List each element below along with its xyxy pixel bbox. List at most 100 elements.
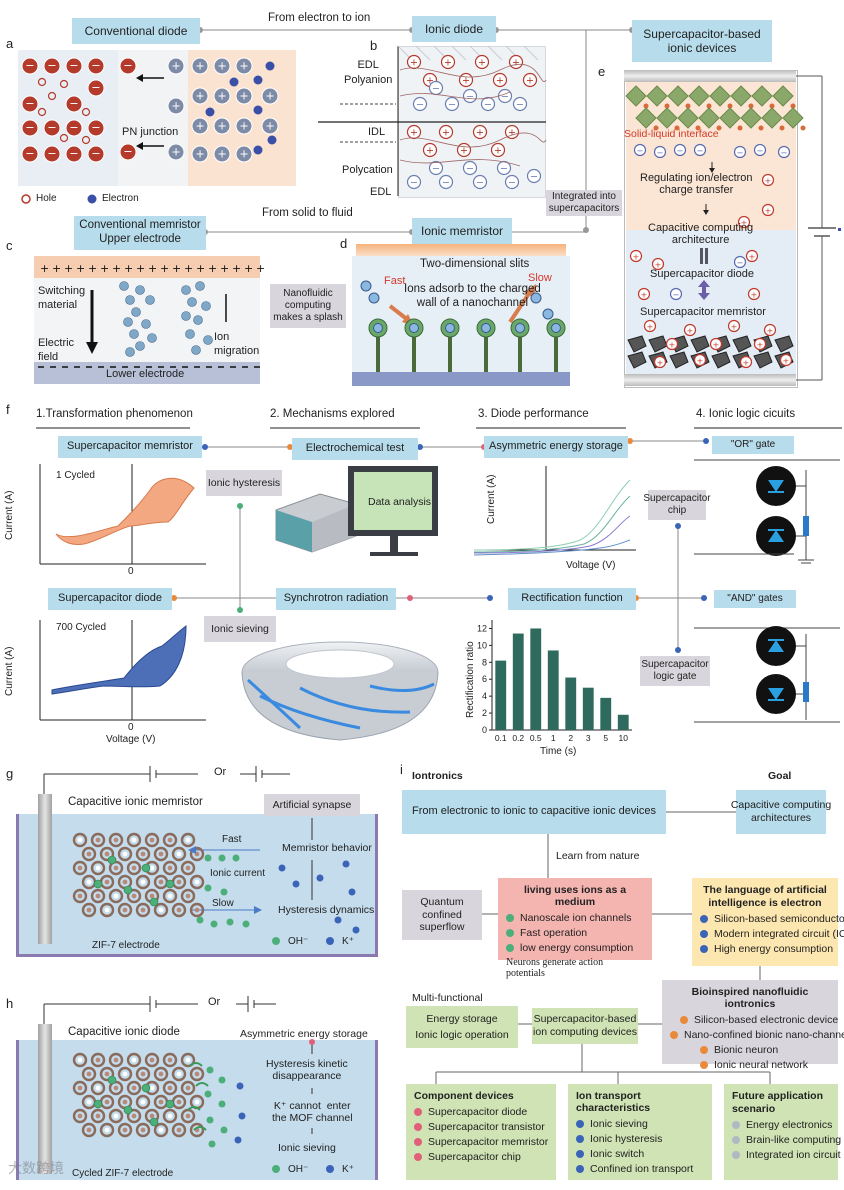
crystal-octahedron: [751, 85, 773, 107]
polyanion-counter-cation-sign: +: [444, 58, 452, 69]
h-mof-node: [113, 1057, 119, 1063]
p-acceptor-ion-sign: −: [69, 59, 78, 72]
plus-charge: +: [208, 262, 217, 275]
nanochannel: [352, 256, 570, 386]
from-electron-to-ion-label: From electron to ion: [268, 12, 371, 24]
i-ion-title: Ion transport characteristics: [576, 1090, 651, 1114]
e-interface-anion-sign: −: [697, 146, 704, 156]
g-oh-ion: [204, 884, 212, 892]
e-lower-cation: [637, 287, 651, 301]
junction-acceptor-ion: [119, 57, 137, 75]
cv2-xlabel: Voltage (V): [106, 734, 156, 745]
polycation-counter-anion: [462, 160, 478, 176]
hatch-line: [415, 45, 431, 61]
regulating-label: Regulating ion/electron charge transfer: [640, 172, 753, 196]
g-mof-ring: [162, 832, 178, 848]
g-mof-ring: [153, 902, 169, 918]
polyanion-fixed-anion-sign: −: [501, 92, 509, 103]
migrating-ion: [129, 329, 139, 339]
free-ion: [368, 292, 380, 304]
e-interface-anion-sign: −: [737, 148, 744, 158]
p-acceptor-ion: [65, 57, 83, 75]
polycation-counter-anion-sign: −: [466, 164, 474, 175]
g-mof-ring: [72, 860, 88, 876]
migrating-ion: [147, 333, 157, 343]
ionic-diode-label: Ionic diode: [412, 16, 496, 42]
bar-0.1: [495, 660, 507, 730]
g-mof-ring: [126, 860, 142, 876]
h-mof-oh-ion: [93, 1099, 103, 1109]
panel-letter-b: b: [370, 38, 378, 53]
h-mof-ring: [108, 1080, 124, 1096]
n-donor-ion-sign: +: [195, 60, 204, 73]
panel-letter-i: i: [400, 762, 403, 777]
legend-electron: Electron: [102, 193, 139, 204]
n-donor-ion-sign: +: [195, 90, 204, 103]
hole-marker: [59, 79, 69, 89]
slit-top-wall: [356, 244, 566, 256]
ionic-diode-charges: ++++++++−−−−−−−+++++++−−−−−−−−: [318, 45, 547, 196]
g-oh-ion: [218, 854, 226, 862]
supercap-devices-label: Supercapacitor-based ionic devices: [632, 20, 772, 62]
g-slow-arrowhead: [254, 906, 262, 914]
h-mof-ring: [189, 1122, 205, 1138]
polycation-counter-anion: [428, 160, 444, 176]
polycation-fixed-cation-sign: +: [426, 146, 434, 157]
g-mof-node: [77, 865, 83, 871]
polymer-chain: [399, 132, 547, 148]
plus-charge: +: [124, 262, 133, 275]
panel-letter-g: g: [6, 766, 14, 781]
polycation-fixed-cation-sign: +: [508, 128, 516, 139]
h-mof-node: [167, 1113, 173, 1119]
electron-marker: [265, 61, 275, 71]
g-oh-ion: [220, 888, 228, 896]
p-acceptor-ion: [65, 119, 83, 137]
bullet-dot: [700, 930, 708, 939]
legend-symbols: [21, 194, 97, 204]
bar-0.5: [530, 628, 542, 730]
e-electrode-cation-sign: +: [767, 326, 774, 336]
h-mof-ring: [81, 1122, 97, 1138]
h-mof-oh-ion: [107, 1075, 117, 1085]
p-acceptor-ion: [87, 57, 105, 75]
carbon-particle: [732, 335, 752, 353]
h-hyst-kinetic-label: Hysteresis kinetic disappearance: [266, 1058, 348, 1082]
g-mof-ring: [162, 860, 178, 876]
e-electrode-cation-sign: +: [743, 358, 750, 368]
h-mof-node: [140, 1071, 146, 1077]
e-lower-cation: [747, 287, 761, 301]
bar-xlabel: Time (s): [540, 746, 577, 757]
i-living-item: low energy consumption: [506, 942, 644, 954]
polyanion-counter-cation-sign: +: [462, 76, 470, 87]
slow-label-d: Slow: [528, 272, 552, 284]
e-electrode-cation-sign: +: [713, 340, 720, 350]
h-mof-node: [131, 1057, 137, 1063]
g-mof-node: [104, 851, 110, 857]
crystal-octahedron: [698, 107, 720, 129]
h-mof-ring: [126, 1052, 142, 1068]
i-ion-item: Ionic switch: [576, 1148, 704, 1160]
polyanion-counter-cation-sign: +: [512, 58, 520, 69]
crystal-octahedron: [677, 107, 699, 129]
g-mof-node: [86, 879, 92, 885]
bullet-dot: [700, 1061, 708, 1069]
plus-charge: +: [64, 262, 73, 275]
g-mof-node: [95, 837, 101, 843]
h-cycled-zif-label: Cycled ZIF-7 electrode: [72, 1168, 174, 1179]
carbon-particle: [711, 351, 731, 369]
f-heading-3: 3. Diode performance: [478, 408, 589, 420]
g-mof-ring: [189, 902, 205, 918]
p-acceptor-ion: [87, 119, 105, 137]
hatch-line: [487, 45, 503, 61]
cycled-700-label: 700 Cycled: [56, 622, 107, 633]
i-ion-box: Ion transport characteristics Ionic siev…: [568, 1084, 712, 1180]
e-electrode-cation: [763, 323, 777, 337]
top-electrode-bar: [624, 70, 796, 82]
g-or-label: Or: [214, 766, 227, 778]
i-comp-item: Supercapacitor diode: [414, 1106, 548, 1118]
i-bio-item: Nano-confined bionic nano-channels: [670, 1029, 844, 1041]
bullet-dot: [576, 1150, 584, 1158]
h-mof-ring: [90, 1080, 106, 1096]
f-heading-2: 2. Mechanisms explored: [270, 408, 395, 420]
polyanion-fixed-anion: [412, 96, 428, 112]
